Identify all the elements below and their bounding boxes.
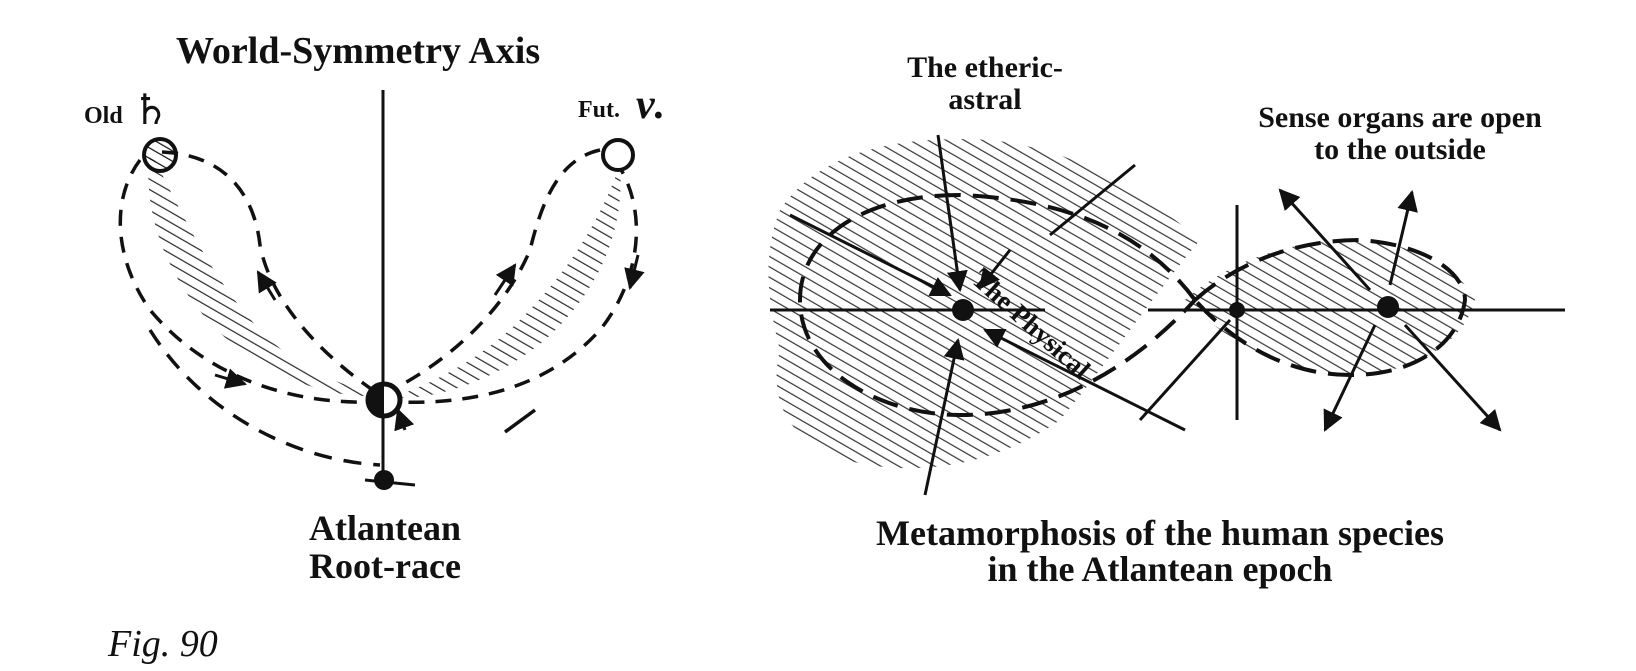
center-small-arrow (394, 408, 415, 432)
etheric-line2: astral (948, 82, 1022, 116)
center-node-dark-half (368, 384, 384, 416)
upper-diagonal-line (1049, 163, 1136, 237)
left-up-arrow (256, 270, 277, 301)
arrow-in-bottom (923, 337, 965, 496)
caption-line1: Metamorphosis of the human species (876, 513, 1444, 553)
lower-diagonal-line (1138, 318, 1232, 422)
arrow-out-upper-left (1278, 188, 1372, 292)
future-vulcan-node (601, 138, 635, 172)
arrow-out-lower-right (1403, 323, 1502, 432)
caption-line2: in the Atlantean epoch (987, 549, 1333, 589)
vulcan-symbol: ν. (636, 82, 666, 128)
left-diagram (118, 90, 645, 490)
sense-organs-label: Sense organs are open to the outside (1200, 102, 1600, 165)
right-down-arrow (624, 254, 645, 291)
atlantean-label: Atlantean Root-race (290, 508, 480, 586)
axis-title: World-Symmetry Axis (176, 30, 541, 72)
left-right-arrow (214, 368, 248, 389)
sense-line2: to the outside (1314, 132, 1486, 166)
etheric-line1: The etheric- (907, 51, 1063, 84)
saturn-symbol: ♄ (132, 88, 170, 134)
right-diagram (768, 134, 1565, 496)
bottom-right-dash (503, 408, 537, 434)
atlantean-line1: Atlantean (309, 508, 461, 548)
atlantean-node (374, 470, 394, 490)
sense-line1: Sense organs are open (1258, 101, 1542, 134)
arrow-in-top (936, 134, 968, 293)
left-outer-dashed-loop (118, 158, 376, 404)
right-up-arrow (493, 263, 517, 296)
physical-node (952, 299, 974, 321)
etheric-astral-hatched-region (768, 139, 1200, 469)
arrow-in-lower-right (983, 328, 1186, 432)
sense-organ-node (1377, 296, 1399, 318)
old-saturn-node (142, 137, 178, 173)
arrow-out-top (1388, 189, 1418, 286)
metamorphosis-caption: Metamorphosis of the human species in th… (800, 515, 1520, 587)
old-label: Old (84, 103, 123, 129)
left-inner-dashed-loop (161, 150, 381, 397)
bottom-dashed-arc (148, 329, 381, 467)
right-hatched-band (390, 165, 621, 399)
right-outer-dashed-loop (394, 158, 639, 405)
etheric-astral-label: The etheric- astral (880, 52, 1090, 115)
figure-eight-dashed-right-lobe (1193, 237, 1468, 378)
right-inner-dashed-loop (391, 148, 601, 392)
arrow-in-short (978, 249, 1012, 290)
figure-eight-dashed-left-lobe (797, 192, 1197, 418)
left-hatched-band (148, 150, 385, 396)
right-lobe-hatched-region (1185, 240, 1475, 375)
future-label: Fut. (578, 97, 620, 123)
figure-number: Fig. 90 (108, 623, 218, 665)
atlantean-node-tick (364, 478, 416, 487)
crossing-node (1229, 302, 1245, 318)
atlantean-line2: Root-race (309, 545, 461, 586)
arrow-out-lower-left (1323, 324, 1377, 432)
arrow-in-upper-left (789, 213, 952, 297)
